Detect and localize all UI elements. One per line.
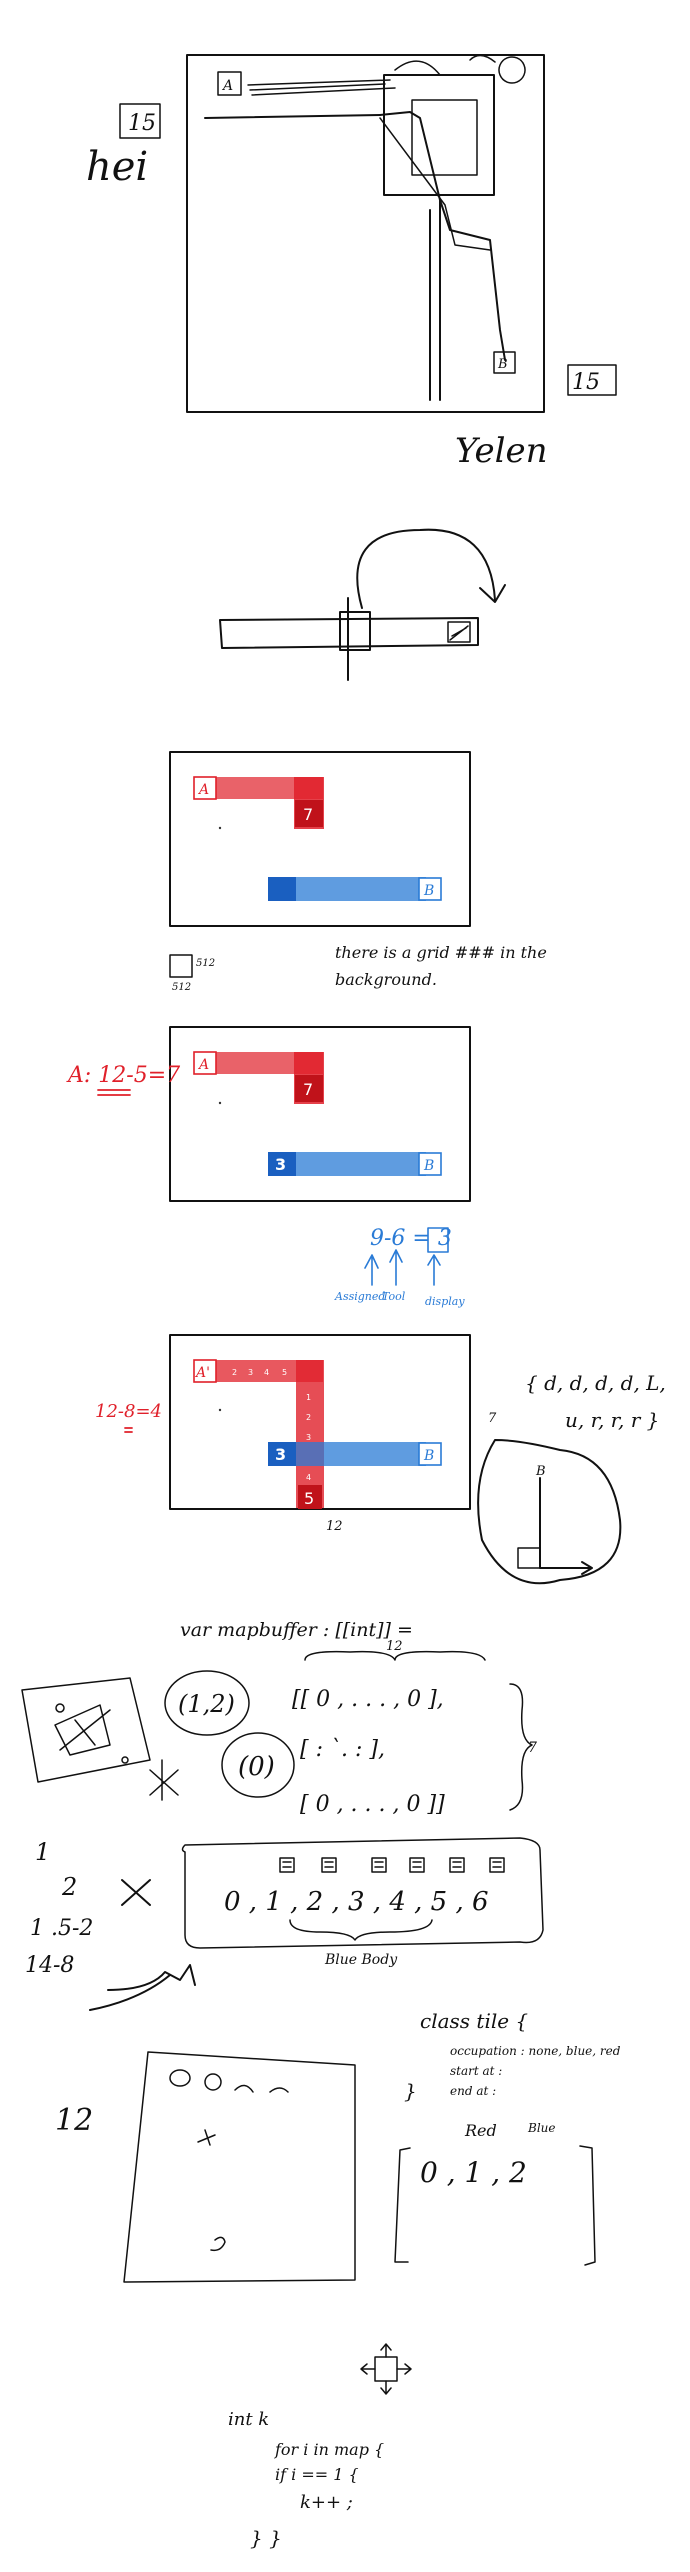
board2-blue-label-1: Assigned: [334, 1290, 385, 1303]
board-1: 7 A B 512 512 there is a grid ### in the…: [169, 751, 547, 993]
seq-tile-icon-lines: [282, 1861, 292, 1868]
loop-line-3: if i == 1 {: [275, 2465, 359, 2484]
board2-label-b: B: [423, 1158, 434, 1174]
seq-tile-icon: [279, 1857, 295, 1873]
tile-class-close: }: [404, 2079, 417, 2103]
board1-label-b: B: [423, 883, 434, 899]
board1-size-w: 512: [196, 958, 215, 969]
board-2: 7 A 3 B A: 12-5=7 9-6 = 3 Assigned Tool …: [66, 1026, 471, 1308]
sketch1-left-word: hei: [86, 144, 148, 190]
board3-path-number: 2: [232, 1368, 237, 1377]
seq-tile-icon-lines: [492, 1861, 502, 1868]
board3-path-number: 1: [306, 1393, 311, 1402]
sketch1-left-count: 15: [128, 111, 156, 136]
board2-blue-equation: 9-6 = 3: [370, 1226, 452, 1251]
code1-circle-1: (1,2): [178, 1690, 235, 1718]
tile-class-col-red: Red: [464, 2121, 497, 2140]
board3-blue-number: 3: [275, 1445, 286, 1464]
seq-tile-icon-lines: [374, 1861, 384, 1868]
board3-red-equation: 12-8=4: [95, 1401, 162, 1422]
board3-path-number: 4: [306, 1473, 311, 1482]
code-section-1: var mapbuffer : [[int]] = 12 [[ 0 , . . …: [21, 1619, 537, 1817]
loop-section: int k for i in map { if i == 1 { k++ ; }…: [228, 2343, 412, 2550]
board3-path-number: 3: [248, 1368, 253, 1377]
seq-left-note-3: 1 .5-2: [30, 1916, 93, 1941]
loop-line-1: int k: [228, 2409, 269, 2430]
board1-note-line2: background.: [335, 970, 437, 989]
board3-height-label: 7: [488, 1411, 497, 1426]
tile-class-field-2: start at :: [450, 2064, 502, 2078]
tile-class-field-1: occupation : none, blue, red: [450, 2044, 621, 2058]
board3-path-number: 4: [264, 1368, 269, 1377]
board2-label-a: A: [197, 1057, 209, 1073]
board3-directions-line2: u, r, r, r }: [565, 1408, 659, 1432]
board3-path-number: 3: [306, 1433, 311, 1442]
board1-red-number: 7: [303, 805, 313, 824]
seq-values: 0 , 1 , 2 , 3 , 4 , 5 , 6: [224, 1887, 489, 1917]
seq-left-note-1: 1: [35, 1838, 50, 1866]
board3-label-b: B: [423, 1448, 434, 1464]
sketch1-right-word: Yelen: [455, 431, 548, 471]
code1-width: 12: [386, 1639, 403, 1654]
board1-label-a: A: [197, 782, 209, 798]
board2-red-number: 7: [303, 1080, 313, 1099]
board3-width-label: 12: [326, 1519, 343, 1534]
seq-tile-icon: [409, 1857, 425, 1873]
seq-tile-icon: [489, 1857, 505, 1873]
tile-class-col-blue: Blue: [527, 2121, 556, 2135]
sketch1-label-b: B: [497, 357, 508, 372]
seq-tile-icon-lines: [324, 1861, 334, 1868]
board1-size-h: 512: [172, 982, 191, 993]
loop-line-5: } }: [250, 2526, 282, 2550]
seq-tile-icon-lines: [412, 1861, 422, 1868]
seq-caption: Blue Body: [324, 1952, 398, 1968]
code1-height: 7: [528, 1740, 537, 1756]
board3-axis-label: B: [535, 1464, 546, 1479]
code1-title: var mapbuffer : [[int]] =: [180, 1619, 413, 1641]
board2-red-equation: A: 12-5=7: [66, 1063, 180, 1088]
seq-tile-icon-lines: [452, 1861, 462, 1868]
tile-class-values: 0 , 1 , 2: [420, 2156, 527, 2189]
board3-path-number: 2: [306, 1413, 311, 1422]
board2-blue-number: 3: [275, 1155, 286, 1174]
seq-tile-icon: [321, 1857, 337, 1873]
sketch1-label-a: A: [221, 78, 233, 94]
tile-class-section: class tile { occupation : none, blue, re…: [123, 2009, 621, 2283]
board3-path-number: 5: [282, 1368, 287, 1377]
sketch1-right-count: 15: [572, 370, 600, 395]
sketch-1: A B 15 hei 15 Yelen: [86, 54, 617, 471]
code1-row2: [ : `. : ],: [300, 1737, 385, 1762]
board1-note-line1: there is a grid ### in the: [335, 943, 547, 962]
seq-left-note-5: 12: [55, 2103, 93, 2138]
sequence-section: 0 , 1 , 2 , 3 , 4 , 5 , 6 Blue Body 1 2 …: [25, 1837, 544, 2138]
code1-row3: [ 0 , . . . , 0 ]]: [300, 1792, 445, 1817]
code1-row1: [[ 0 , . . . , 0 ],: [292, 1687, 444, 1712]
sketch-2: [219, 528, 506, 681]
board2-blue-label-2: Tool: [382, 1290, 406, 1303]
seq-tile-icon: [371, 1857, 387, 1873]
seq-tile-icon: [449, 1857, 465, 1873]
seq-left-note-2: 2: [61, 1873, 77, 1901]
loop-line-4: k++ ;: [300, 2492, 353, 2513]
tile-class-header: class tile {: [420, 2009, 528, 2033]
loop-line-2: for i in map {: [274, 2440, 384, 2459]
board3-label-a: A': [194, 1365, 210, 1381]
board2-blue-label-3: display: [425, 1295, 465, 1308]
tile-class-field-3: end at :: [450, 2084, 496, 2098]
seq-left-note-4: 14-8: [25, 1953, 74, 1978]
board3-directions-line1: { d, d, d, d, L,: [525, 1371, 666, 1395]
board3-red-bottom-number: 5: [304, 1489, 314, 1508]
board3-path-numbers: 2 3 4 5 1 2 3 4: [232, 1368, 311, 1482]
code1-circle-2: (0): [238, 1752, 275, 1782]
seq-tile-icons: [279, 1857, 505, 1873]
